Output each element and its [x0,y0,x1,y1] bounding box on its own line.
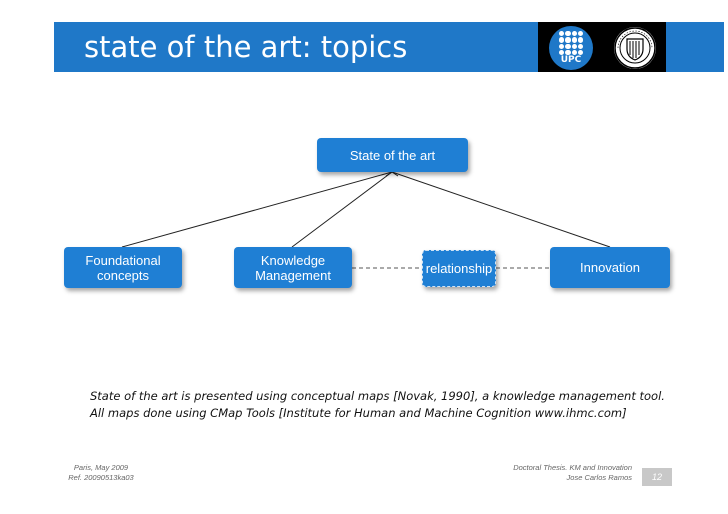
connector-root-foundational [121,171,393,248]
node-relationship: relationship [422,250,496,287]
connector-arrowhead [385,171,399,177]
footer-thesis: Doctoral Thesis. KM and Innovation [513,463,632,472]
node-foundational-concepts: Foundational concepts [64,247,182,288]
university-seal-icon [614,27,656,69]
node-state-of-the-art: State of the art [317,138,468,172]
caption-line-1: State of the art is presented using conc… [90,389,665,403]
footer-date: Paris, May 2009 [73,463,129,472]
connector-root-knowledge [291,171,393,248]
node-knowledge-management: Knowledge Management [234,247,352,288]
footer-left: Paris, May 2009 Ref. 20090513ka03 [56,463,146,483]
footer-author: Jose Carlos Ramos [566,473,632,482]
footer-reference: Ref. 20090513ka03 [68,473,134,482]
connector-root-innovation [391,171,611,248]
node-innovation: Innovation [550,247,670,288]
page-number: 12 [642,468,672,486]
caption: State of the art is presented using conc… [90,388,710,422]
upc-logo-label: UPC [560,55,582,65]
upc-logo-icon: UPC [549,26,593,70]
slide-title: state of the art: topics [84,30,408,64]
footer-right: Doctoral Thesis. KM and Innovation Jose … [480,463,632,483]
caption-line-2: All maps done using CMap Tools [Institut… [90,406,627,420]
